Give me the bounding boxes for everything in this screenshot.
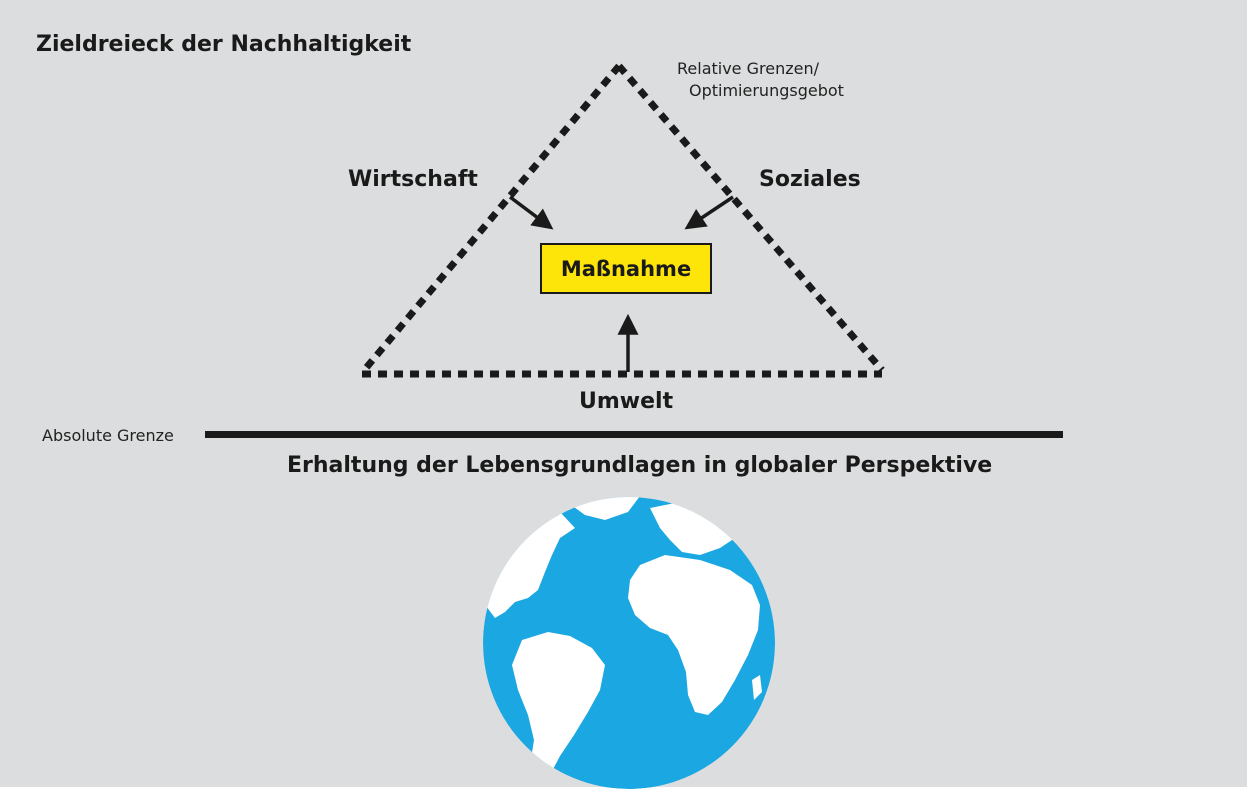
label-umwelt: Umwelt bbox=[579, 389, 674, 414]
page-edge bbox=[1247, 0, 1254, 796]
globe-icon bbox=[483, 497, 775, 789]
foundation-heading: Erhaltung der Lebensgrundlagen in global… bbox=[287, 453, 993, 478]
triangle-left-side bbox=[363, 63, 622, 371]
continent-south-america bbox=[512, 632, 605, 789]
arrow-wirtschaft bbox=[508, 195, 554, 230]
measure-box-label: Maßnahme bbox=[560, 256, 692, 281]
arrow-soziales bbox=[684, 195, 734, 230]
triangle-right-side bbox=[616, 63, 885, 373]
label-absolute-boundary: Absolute Grenze bbox=[42, 426, 174, 445]
continent-madagascar bbox=[752, 675, 762, 700]
influence-arrows bbox=[508, 195, 734, 372]
continent-africa bbox=[628, 555, 760, 715]
triangle-relative-boundary bbox=[362, 63, 885, 378]
label-wirtschaft: Wirtschaft bbox=[348, 167, 478, 192]
relative-line-2: Optimierungsgebot bbox=[689, 81, 844, 100]
absolute-boundary-line bbox=[205, 431, 1063, 438]
label-relative-boundary: Relative Grenzen/ Optimierungsgebot bbox=[677, 58, 844, 102]
measure-box: Maßnahme bbox=[540, 243, 712, 294]
diagram-title: Zieldreieck der Nachhaltigkeit bbox=[36, 32, 412, 57]
label-soziales: Soziales bbox=[759, 167, 861, 192]
relative-line-1: Relative Grenzen/ bbox=[677, 59, 819, 78]
